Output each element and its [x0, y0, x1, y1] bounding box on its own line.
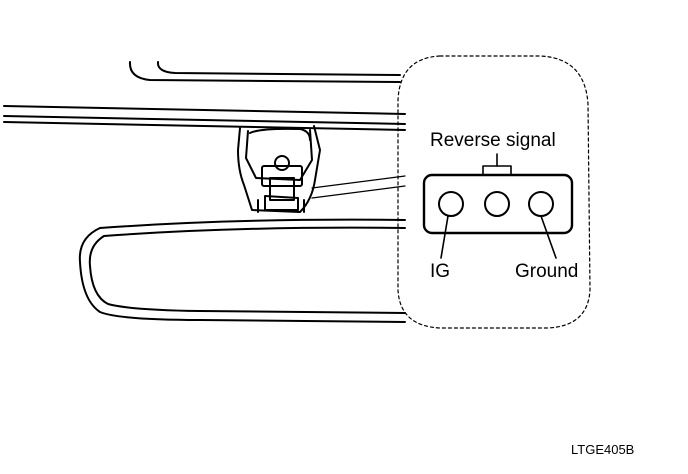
ground-label: Ground — [515, 261, 579, 282]
pin-ground — [528, 191, 554, 217]
figure-code: LTGE405B — [571, 442, 635, 457]
pin-ig — [438, 191, 464, 217]
reverse-signal-label: Reverse signal — [430, 130, 556, 151]
connector-callout — [397, 55, 591, 329]
connector-face — [422, 153, 574, 259]
roof-header-lines — [3, 61, 406, 131]
mirror-mount — [237, 125, 321, 213]
mirror-body — [78, 218, 406, 323]
callout-leaders — [311, 175, 406, 199]
pin-reverse-signal — [484, 191, 510, 217]
ig-label: IG — [430, 261, 451, 282]
